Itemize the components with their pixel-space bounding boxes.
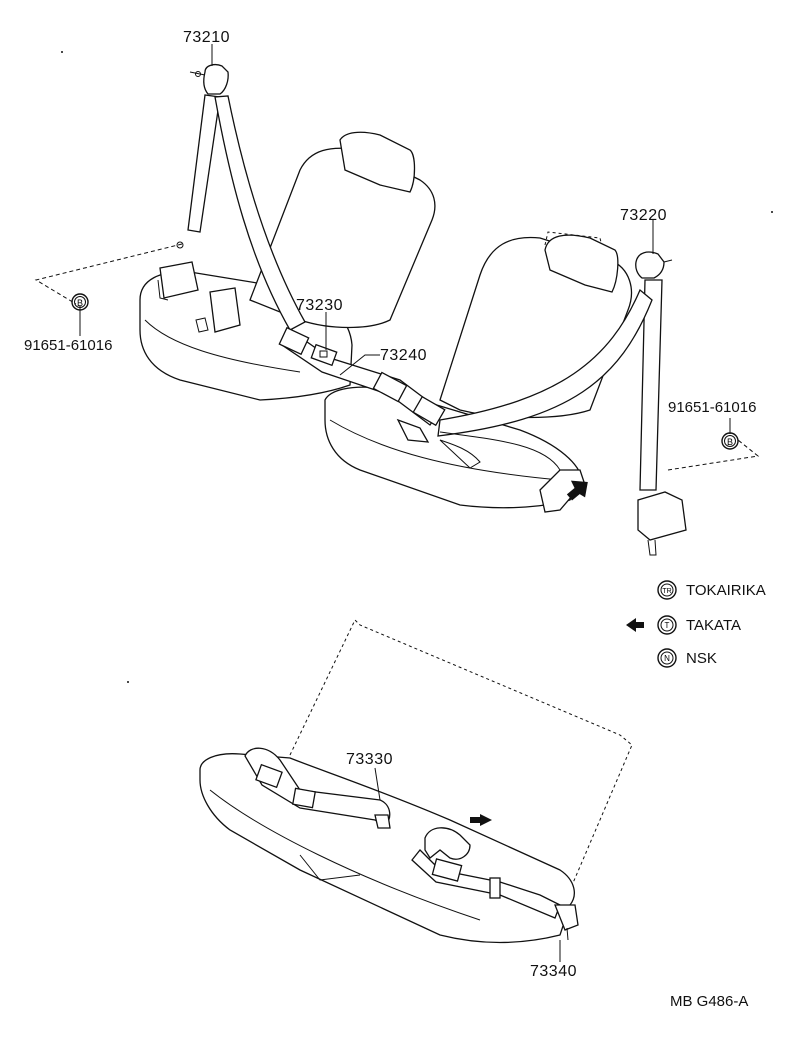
takata-arrow-icon-rear — [470, 814, 492, 826]
belt-73210 — [34, 64, 306, 333]
scan-dot — [127, 681, 129, 683]
bolt-part-label-left: 91651-61016 — [24, 337, 112, 354]
belt-73230-73240 — [278, 326, 481, 469]
takata-badge-icon: T — [665, 621, 670, 630]
part-label-73230: 73230 — [296, 297, 343, 314]
belt-73330 — [244, 747, 391, 829]
part-label-73220: 73220 — [620, 207, 667, 224]
takata-arrow-icon — [566, 480, 588, 501]
bolt-badge-left-text: B — [77, 298, 83, 308]
legend-takata-label: TAKATA — [686, 617, 741, 634]
legend-nsk: N NSK — [657, 648, 717, 668]
legend-nsk-label: NSK — [686, 650, 717, 667]
part-label-73330: 73330 — [346, 751, 393, 768]
takata-legend-arrow-icon — [626, 618, 644, 632]
front-left-seat — [139, 131, 436, 401]
belt-73340 — [411, 827, 579, 941]
part-label-73240: 73240 — [380, 347, 427, 364]
part-label-73340: 73340 — [530, 963, 577, 980]
legend: TR TOKAIRIKA T TAKATA N NSK — [626, 580, 766, 668]
scan-dot — [771, 211, 773, 213]
belt-73220 — [437, 251, 760, 556]
bolt-badge-left: B — [71, 293, 89, 311]
tokairika-badge-icon: TR — [662, 588, 671, 595]
bolt-part-label-right: 91651-61016 — [668, 399, 756, 416]
legend-takata: T TAKATA — [626, 615, 741, 635]
nsk-badge-icon: N — [664, 654, 670, 663]
part-label-73210: 73210 — [183, 29, 230, 46]
figure-code: MB G486-A — [670, 993, 748, 1010]
leader-lines — [79, 44, 731, 962]
legend-tokairika-label: TOKAIRIKA — [686, 582, 766, 599]
scan-dot — [61, 51, 63, 53]
legend-tokairika: TR TOKAIRIKA — [657, 580, 766, 600]
bolt-badge-right: B — [721, 432, 739, 450]
bolt-badge-right-text: B — [727, 437, 733, 447]
